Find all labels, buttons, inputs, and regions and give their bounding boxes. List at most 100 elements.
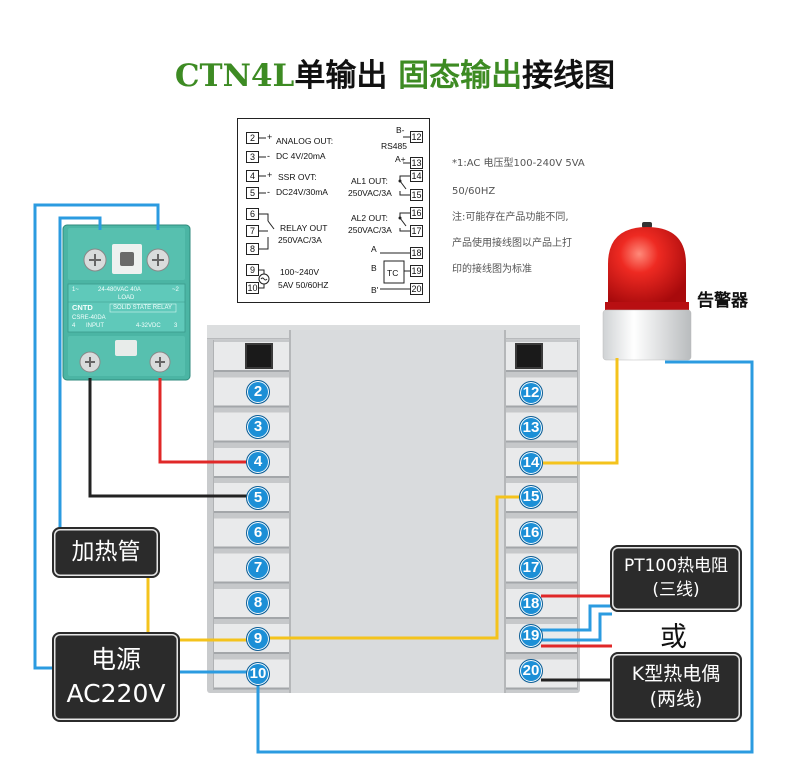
schematic-terminal-3: 3 (246, 151, 259, 163)
ssr-input-label: INPUT (86, 323, 104, 329)
note-line-1: *1:AC 电压型100-240V 5VA (452, 158, 585, 169)
power-label-line-2: AC220V (66, 679, 166, 708)
schematic-terminal-6: 6 (246, 208, 259, 220)
note-line-5: 印的接线图为标准 (452, 264, 532, 275)
ssr-body (62, 224, 191, 381)
relay-out-label: RELAY OUT (280, 223, 328, 233)
note-line-2: 50/60HZ (452, 186, 496, 197)
wire-ssr-to-terminal-4 (158, 378, 248, 464)
schematic-terminal-8: 8 (246, 243, 259, 255)
ssr-input-terminal-3: 3 (174, 323, 178, 329)
heater-label: 加热管 (52, 527, 160, 578)
schematic-terminal-15: 15 (410, 189, 423, 201)
al2-spec-label: 250VAC/3A (348, 225, 392, 235)
power-spec-label: 5AV 50/60HZ (278, 280, 329, 290)
note-line-3: 注:可能存在产品功能不同, (452, 212, 569, 223)
terminal-17: 17 (519, 556, 543, 580)
wire-terminal-9-to-15 (268, 495, 521, 640)
sensor-a-label: A (371, 244, 377, 254)
al1-spec-label: 250VAC/3A (348, 188, 392, 198)
title-output-mode: 固态输出 (398, 58, 523, 94)
controller-center-panel (289, 330, 506, 693)
schematic-terminal-5: 5 (246, 187, 259, 199)
title-suffix: 接线图 (522, 58, 616, 94)
wire-terminal-19-pt100-a (541, 604, 612, 632)
schematic-lines (258, 136, 410, 290)
ssr-brand: CNTD (72, 303, 93, 312)
schematic-terminal-20: 20 (410, 283, 423, 295)
rs485-b-label: B- (396, 125, 405, 135)
schematic-terminal-10: 10 (246, 282, 259, 294)
rs485-label: RS485 (381, 141, 407, 151)
schematic-terminal-4: 4 (246, 170, 259, 182)
ssr-type: SOLID STATE RELAY (113, 305, 173, 311)
pt100-label: PT100热电阻 (三线) (610, 545, 742, 612)
terminal-9: 9 (246, 627, 270, 651)
terminal-5: 5 (246, 486, 270, 510)
al1-out-label: AL1 OUT: (351, 176, 388, 186)
schematic-terminal-2: 2 (246, 132, 259, 144)
thermocouple-label-line-1: K型热电偶 (631, 663, 721, 685)
pt100-label-line-2: (三线) (652, 580, 700, 600)
ssr-spec-label: DC24V/30mA (276, 187, 328, 197)
terminal-2: 2 (246, 380, 270, 404)
schematic-terminal-13: 13 (410, 157, 423, 169)
terminal-8: 8 (246, 591, 270, 615)
sensor-b-label: B (371, 263, 377, 273)
sensor-b-prime-label: B' (371, 285, 379, 295)
or-text: 或 (660, 622, 687, 653)
terminal-1-cover (245, 343, 273, 369)
wire-ssr-to-terminal-5 (88, 378, 248, 498)
ssr-input-terminal-4: 4 (72, 323, 76, 329)
heater-label-text: 加热管 (71, 539, 141, 565)
wire-terminal-19-pt100-b (541, 612, 612, 642)
terminal-6: 6 (246, 521, 270, 545)
schematic-terminal-7: 7 (246, 225, 259, 237)
thermocouple-label: K型热电偶 (两线) (610, 652, 742, 722)
terminal-19: 19 (519, 624, 543, 648)
schematic-terminal-19: 19 (410, 265, 423, 277)
terminal-12: 12 (519, 381, 543, 405)
terminal-14: 14 (519, 451, 543, 475)
analog-minus-sign: - (267, 151, 270, 161)
schematic-terminal-17: 17 (410, 225, 423, 237)
terminal-13: 13 (519, 416, 543, 440)
wire-heater-to-ssr-top (58, 216, 102, 527)
relay-spec-label: 250VAC/3A (278, 235, 322, 245)
wire-power-to-ssr-top (33, 203, 160, 670)
power-label-line-1: 电源 (90, 645, 141, 674)
terminal-16: 16 (519, 521, 543, 545)
ssr-model: CSRE-40DA (72, 315, 106, 321)
terminal-15: 15 (519, 485, 543, 509)
schematic-terminal-14: 14 (410, 170, 423, 182)
ssr-load-label: LOAD (118, 295, 135, 301)
sensor-tc-label: TC (387, 268, 399, 278)
terminal-7: 7 (246, 556, 270, 580)
wiring-schematic: 2 3 4 5 6 7 8 9 10 + - + - ANALOG OUT: D… (237, 118, 430, 303)
schematic-terminal-18: 18 (410, 247, 423, 259)
schematic-terminal-12: 12 (410, 131, 423, 143)
ssr-load-terminal-2: ~2 (172, 287, 179, 293)
title-model: CTN4L (174, 58, 295, 94)
thermocouple-label-line-2: (两线) (649, 688, 703, 710)
wire-alarm-to-terminal-10 (256, 360, 754, 754)
terminal-18: 18 (519, 592, 543, 616)
terminal-4: 4 (246, 450, 270, 474)
pt100-label-line-1: PT100热电阻 (623, 556, 729, 576)
al2-out-label: AL2 OUT: (351, 213, 388, 223)
terminal-20: 20 (519, 659, 543, 683)
power-range-label: 100~240V (280, 267, 319, 277)
wire-terminal-14-to-alarm (541, 358, 619, 465)
ssr-out-label: SSR OVT: (278, 172, 317, 182)
terminal-11-cover (515, 343, 543, 369)
ssr-load-rating: 24-480VAC 40A (98, 287, 141, 293)
terminal-3: 3 (246, 415, 270, 439)
terminal-10: 10 (246, 662, 270, 686)
analog-plus-sign: + (267, 132, 273, 142)
page-title: CTN4L单输出 固态输出接线图 (0, 56, 790, 96)
power-supply-label: 电源 AC220V (52, 632, 180, 722)
analog-spec-label: DC 4V/20mA (276, 151, 326, 161)
solid-state-relay: 1~ 24-480VAC 40A ~2 LOAD CNTD SOLID STAT… (60, 222, 195, 384)
